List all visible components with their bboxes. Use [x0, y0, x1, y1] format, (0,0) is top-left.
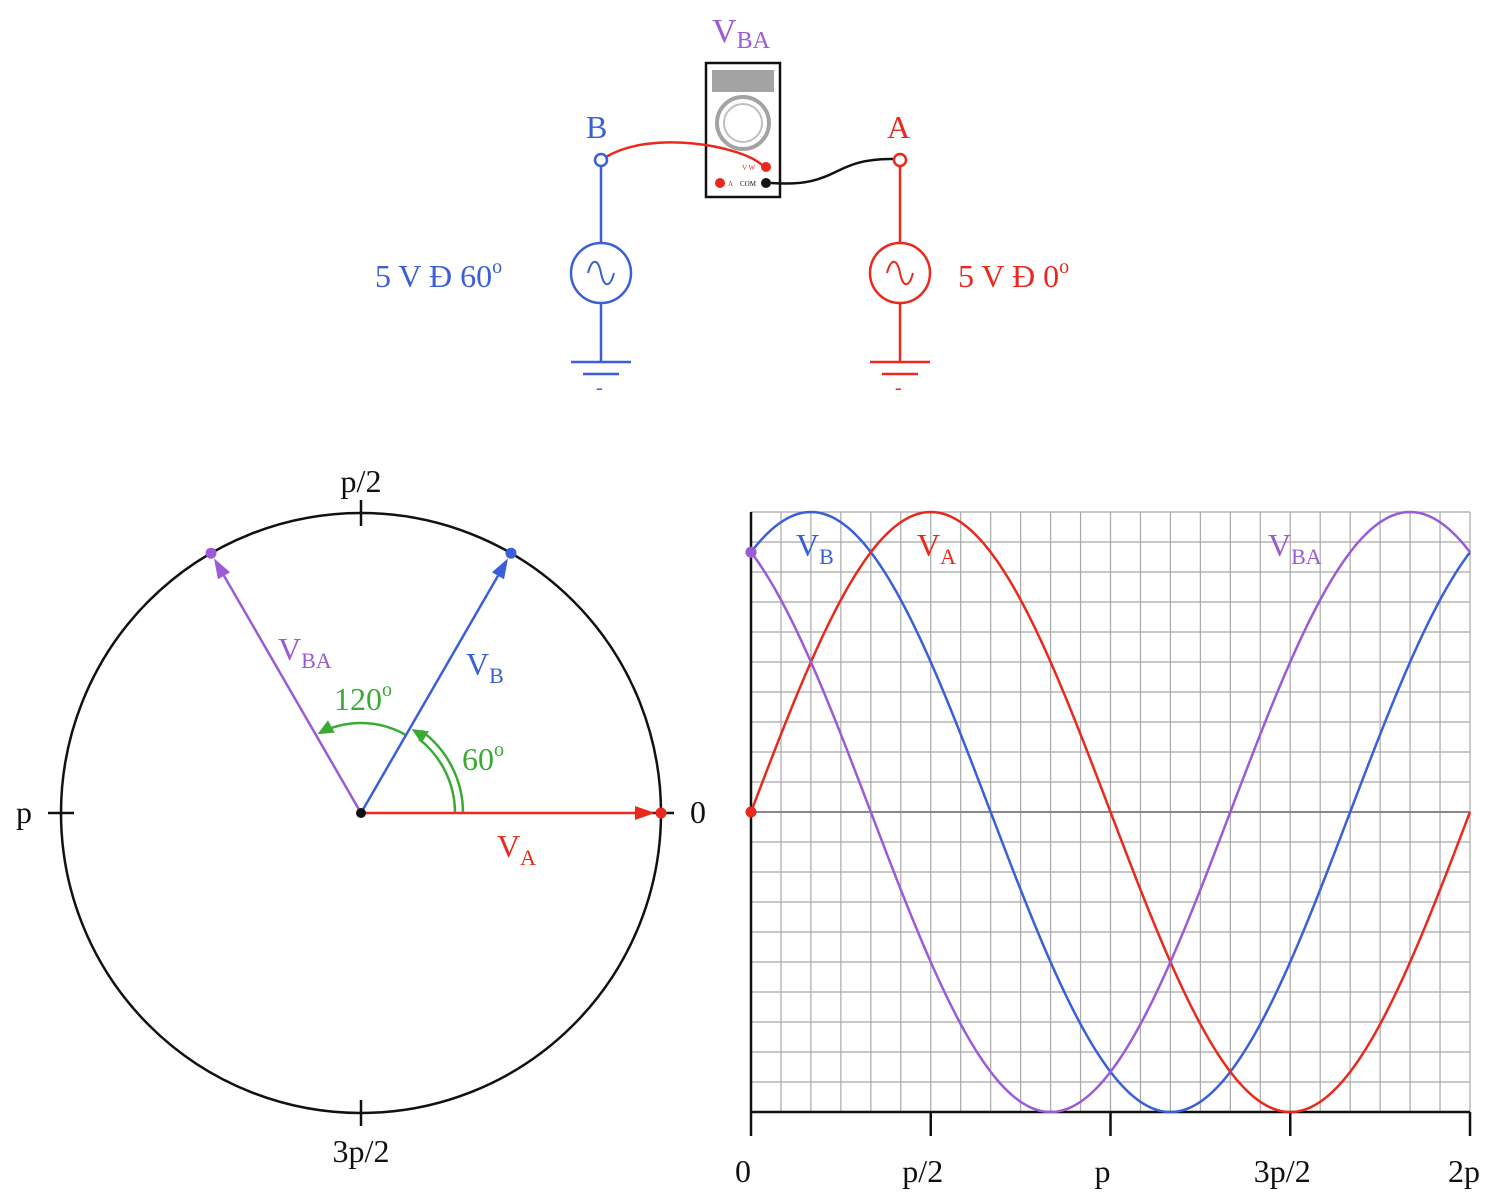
vector-va-arrowhead [635, 806, 655, 820]
ground-b-minus: - [596, 377, 603, 399]
curve-vba-start-point [745, 546, 757, 558]
curve-vba [749, 510, 1471, 1114]
multimeter-com-label: COM [740, 180, 757, 188]
source-a-label: 5 V Đ 0o [958, 256, 1069, 294]
x-tick-label: 3p/2 [1254, 1153, 1311, 1189]
phasor-label-left: p [16, 794, 32, 830]
vector-vba [222, 575, 363, 814]
vector-vb [359, 575, 500, 814]
angle-arc-60-arrowhead [411, 728, 429, 744]
series-label-vba: VBA [1268, 527, 1322, 569]
vector-label-va: VA [497, 828, 536, 870]
angle-arc-120-arrowhead [317, 720, 335, 735]
circuit-schematic: VBA V W A COM B A - 5 V Đ 60o [375, 13, 1069, 399]
chart-grid [751, 511, 1471, 1112]
series-label-va: VA [917, 527, 956, 569]
phasor-diagram: p/2 p 0 3p/2 60o 120o VA VB VBA [16, 463, 706, 1169]
x-tick-label: 2p [1448, 1153, 1480, 1189]
vector-label-vba: VBA [278, 631, 332, 673]
ground-a-minus: - [895, 377, 902, 399]
waveform-chart: 0 p/2 p 3p/2 2p VB VA VBA [735, 510, 1480, 1189]
multimeter-dial-inner [723, 103, 763, 143]
phasor-label-bottom: 3p/2 [333, 1133, 390, 1169]
multimeter-display [712, 70, 774, 92]
series-label-vb: VB [796, 527, 834, 569]
x-tick-label: p [1095, 1153, 1111, 1189]
angle-arc-120 [323, 721, 407, 737]
red-probe-wire [605, 141, 763, 166]
node-a-label: A [887, 109, 910, 145]
multimeter-v-jack [761, 162, 771, 172]
vector-vb-arrowhead [491, 558, 508, 580]
curve-va-start-point [745, 806, 757, 818]
phasor-label-top: p/2 [341, 463, 382, 499]
multimeter-com-jack [761, 178, 771, 188]
ac-source-b-sine-icon [587, 260, 615, 286]
vector-vb-endpoint [505, 547, 517, 559]
curve-va [749, 510, 1472, 1114]
angle-label-120: 120o [334, 679, 392, 717]
angle-arc-60 [420, 729, 465, 814]
angle-arc-60-inner [418, 737, 457, 814]
phasor-origin [356, 808, 366, 818]
node-b-label: B [586, 109, 607, 145]
angle-label-60: 60o [462, 739, 504, 777]
node-b-terminal [593, 152, 609, 168]
chart-x-ticks: 0 p/2 p 3p/2 2p [735, 1112, 1480, 1189]
vector-vba-endpoint [205, 547, 217, 559]
source-b-label: 5 V Đ 60o [375, 256, 502, 294]
multimeter-a-label: A [728, 180, 733, 188]
vector-vba-arrowhead [214, 558, 231, 580]
black-probe-wire [770, 157, 895, 185]
node-a-terminal [892, 152, 908, 168]
meter-label: VBA [712, 13, 771, 54]
ac-source-a-sine-icon [886, 260, 914, 286]
x-tick-label: 0 [735, 1153, 751, 1189]
phasor-vectors [205, 547, 667, 820]
x-tick-label: p/2 [902, 1153, 943, 1189]
vector-va-endpoint [655, 807, 667, 819]
phasor-label-right: 0 [690, 794, 706, 830]
multimeter-a-jack [715, 178, 725, 188]
chart-curves [745, 510, 1472, 1114]
multimeter-v-label: V W [742, 164, 756, 172]
vector-label-vb: VB [466, 646, 504, 688]
